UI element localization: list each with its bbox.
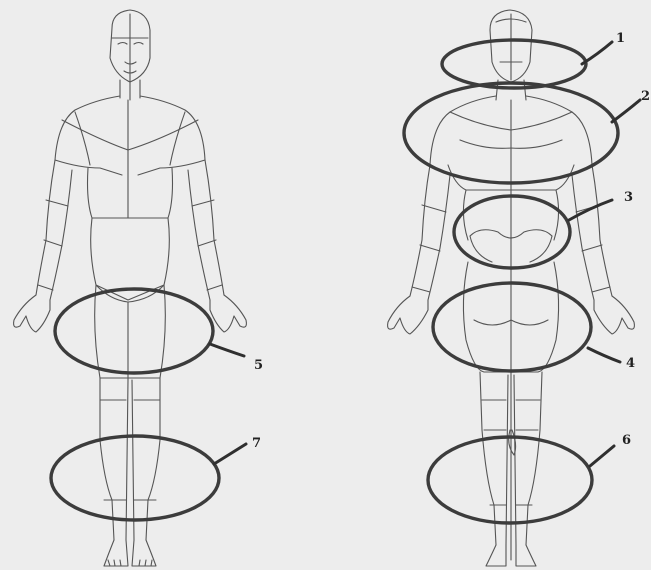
callout-2-label: 2	[641, 89, 650, 104]
leader-line-2	[612, 100, 640, 122]
callout-5-label: 5	[254, 358, 263, 373]
callout-6-label: 6	[622, 433, 631, 448]
callout-1-label: 1	[616, 31, 625, 46]
zone-6-ellipse	[428, 437, 592, 523]
callout-3-label: 3	[624, 190, 633, 205]
leader-line-4	[588, 348, 620, 362]
back-body-figure	[388, 10, 635, 566]
zone-4-ellipse	[433, 283, 591, 371]
leader-line-7	[214, 444, 246, 464]
zone-7-ellipse	[51, 436, 219, 520]
callout-7-label: 7	[252, 436, 261, 451]
zone-3-ellipse	[454, 196, 570, 268]
leader-line-5	[210, 344, 244, 356]
leader-line-6	[590, 446, 614, 466]
leader-line-1	[582, 42, 612, 64]
callout-4-label: 4	[626, 356, 635, 371]
